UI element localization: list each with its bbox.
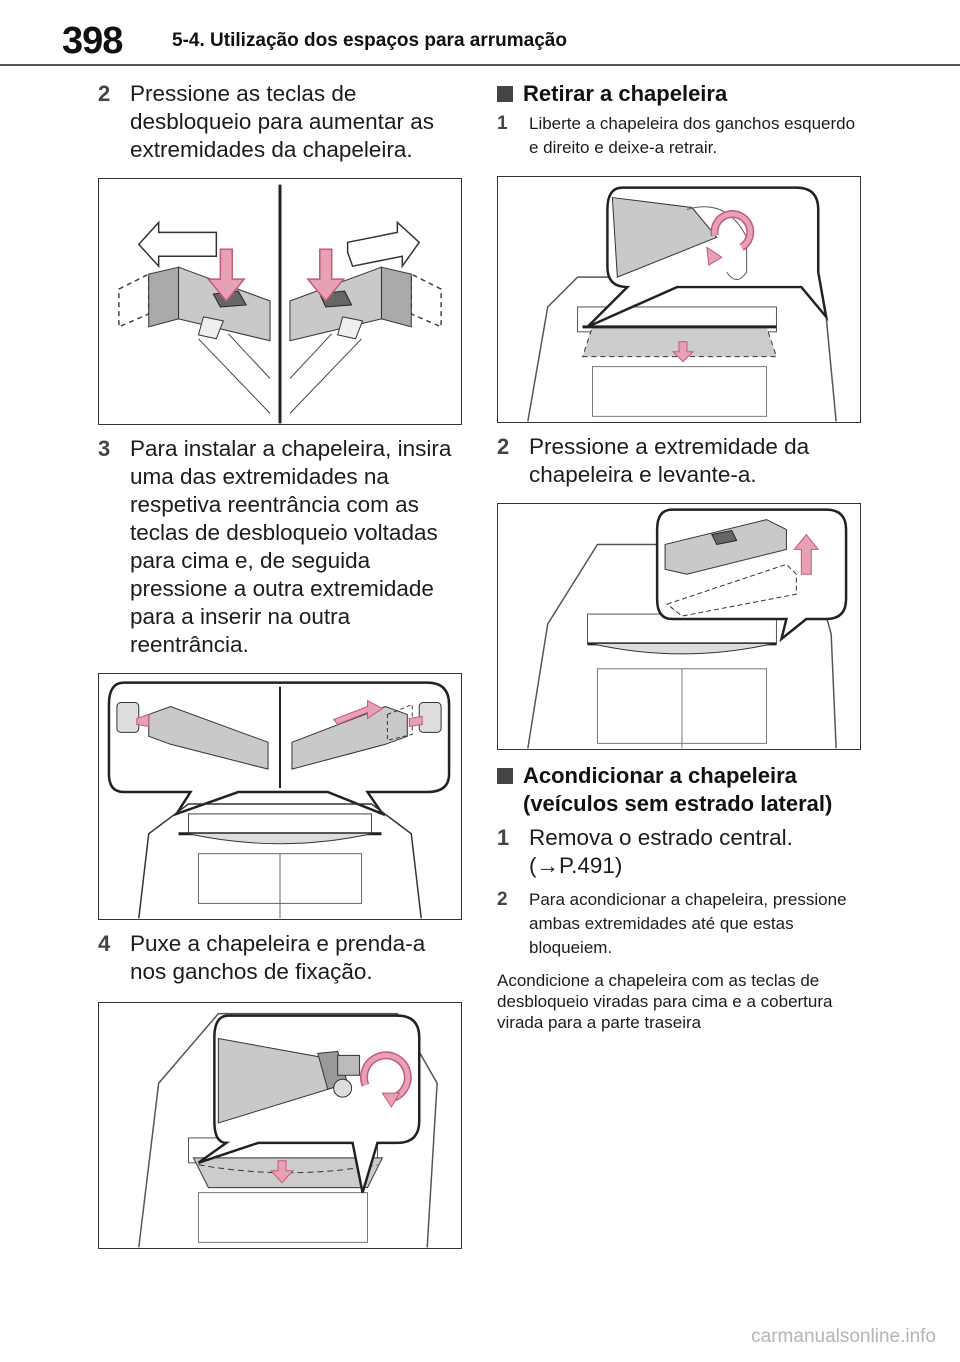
page-reference: (→P.491) xyxy=(529,853,623,878)
step-number: 2 xyxy=(497,434,510,459)
step-3-install: 3 Para instalar a chapeleira, insira uma… xyxy=(98,435,462,659)
illustration-install-ends xyxy=(107,681,451,919)
step-text: Para instalar a chapeleira, insira uma d… xyxy=(130,436,452,657)
step-number: 1 xyxy=(497,113,508,134)
step-number: 3 xyxy=(98,436,111,461)
section-title: 5-4. Utilização dos espaços para arrumaç… xyxy=(172,30,567,51)
page-header: 398 5-4. Utilização dos espaços para arr… xyxy=(0,0,960,70)
illustration-hook-cover xyxy=(138,1012,438,1248)
watermark: carmanualsonline.info xyxy=(751,1326,936,1347)
step-text: Para acondicionar a chapeleira, pression… xyxy=(529,890,847,957)
figure-release-hooks xyxy=(497,176,861,423)
page-number: 398 xyxy=(62,20,123,62)
figure-extend-ends xyxy=(98,178,462,425)
header-divider xyxy=(0,64,960,66)
heading-text: Acondicionar a chapeleira (veículos sem … xyxy=(523,763,833,816)
step-text: Pressione a extremidade da chapeleira e … xyxy=(529,434,810,487)
right-column: Retirar a chapeleira 1 Liberte a chapele… xyxy=(497,80,861,1033)
step-4-hook: 4 Puxe a chapeleira e prenda-a nos ganch… xyxy=(98,930,462,986)
step-text: Remova o estrado central. xyxy=(529,825,793,850)
step-number: 2 xyxy=(98,81,111,106)
figure-hook-cover xyxy=(98,1002,462,1249)
step-number: 4 xyxy=(98,931,111,956)
store-note: Acondicione a chapeleira com as teclas d… xyxy=(497,971,833,1032)
figure-lift-cover xyxy=(497,503,861,750)
bullet-square-icon xyxy=(497,768,513,784)
step-text: Pressione as teclas de desbloqueio para … xyxy=(130,81,434,162)
step-text: Liberte a chapeleira dos ganchos esquerd… xyxy=(529,114,856,157)
illustration-release-hooks xyxy=(527,186,837,422)
heading-store-cover: Acondicionar a chapeleira (veículos sem … xyxy=(497,762,861,818)
illustration-extend-ends xyxy=(118,184,442,424)
store-step-1: 1 Remova o estrado central. (→P.491) xyxy=(497,824,861,880)
step-number: 1 xyxy=(497,825,510,850)
step-text: Puxe a chapeleira e prenda-a nos ganchos… xyxy=(130,931,426,984)
remove-step-2: 2 Pressione a extremidade da chapeleira … xyxy=(497,433,861,489)
illustration-lift-cover xyxy=(527,508,848,749)
heading-remove-cover: Retirar a chapeleira xyxy=(497,80,861,108)
step-2-extend: 2 Pressione as teclas de desbloqueio par… xyxy=(98,80,462,164)
step-number: 2 xyxy=(497,889,508,910)
left-column: 2 Pressione as teclas de desbloqueio par… xyxy=(98,80,462,1249)
store-step-2: 2 Para acondicionar a chapeleira, pressi… xyxy=(497,888,861,960)
remove-step-1: 1 Liberte a chapeleira dos ganchos esque… xyxy=(497,112,861,160)
heading-text: Retirar a chapeleira xyxy=(523,81,728,106)
bullet-square-icon xyxy=(497,86,513,102)
figure-install-ends xyxy=(98,673,462,920)
